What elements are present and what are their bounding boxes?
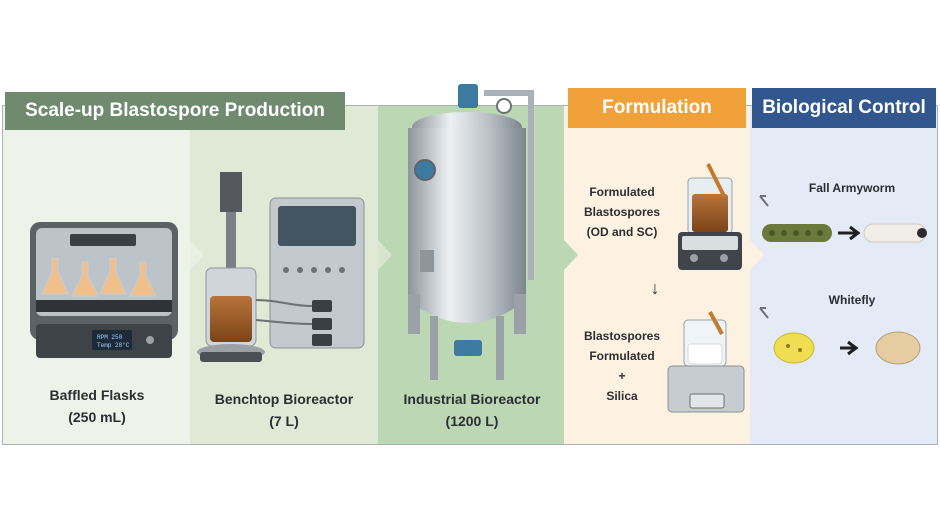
biocontrol-title: Biological Control xyxy=(762,97,926,118)
shaker-display-temp: Temp 28°C xyxy=(97,342,130,349)
step1-line3: (OD and SC) xyxy=(586,225,658,239)
formulation-title: Formulation xyxy=(602,97,712,118)
industrial-bioreactor-icon xyxy=(408,84,534,380)
step1-line1: Formulated xyxy=(589,185,655,199)
label-benchtop-bioreactor: Benchtop Bioreactor (7 L) xyxy=(196,388,372,432)
biocontrol-panel xyxy=(750,105,938,445)
step1-line2: Blastospores xyxy=(583,205,661,219)
benchtop-bioreactor-icon xyxy=(197,172,365,362)
label-baffled-flasks: Baffled Flasks (250 mL) xyxy=(22,384,172,428)
step2-line1: Blastospores xyxy=(583,329,661,343)
step2-line2: Formulated xyxy=(589,349,655,363)
formulation-header: Formulation xyxy=(568,88,746,128)
label-industrial-bioreactor: Industrial Bioreactor (1200 L) xyxy=(382,388,562,432)
biocontrol-header: Biological Control xyxy=(752,88,936,128)
chevron-arrow-2 xyxy=(378,240,392,270)
formulation-beaker-brown-icon xyxy=(678,163,742,270)
equipment-name: Benchtop Bioreactor xyxy=(214,391,354,407)
shaker-incubator-icon: RPM 250 Temp 28°C xyxy=(30,222,178,358)
fall-armyworm-icon xyxy=(759,195,927,243)
equipment-volume: (7 L) xyxy=(269,413,299,429)
formulation-step2-text: Blastospores Formulated + Silica xyxy=(570,326,674,406)
equipment-volume: (1200 L) xyxy=(445,413,499,429)
shaker-display-rpm: RPM 250 xyxy=(97,334,123,341)
chevron-arrow-4 xyxy=(750,240,764,270)
pest-label-whitefly: Whitefly xyxy=(828,293,876,307)
step2-line3: + xyxy=(618,369,626,383)
scaleup-title: Scale-up Blastospore Production xyxy=(25,100,325,121)
step2-line4: Silica xyxy=(606,389,638,403)
formulation-step1-text: Formulated Blastospores (OD and SC) xyxy=(570,182,674,242)
pest-label-fall-armyworm: Fall Armyworm xyxy=(808,181,896,195)
equipment-name: Industrial Bioreactor xyxy=(403,391,541,407)
chevron-arrow-3 xyxy=(564,240,578,270)
equipment-name: Baffled Flasks xyxy=(49,387,145,403)
scaleup-header: Scale-up Blastospore Production xyxy=(5,92,345,130)
formulation-beaker-silica-icon xyxy=(667,311,745,413)
chevron-arrow-1 xyxy=(190,240,204,270)
formulation-down-arrow: ↓ xyxy=(650,278,660,298)
equipment-volume: (250 mL) xyxy=(68,409,126,425)
whitefly-icon xyxy=(759,307,921,365)
